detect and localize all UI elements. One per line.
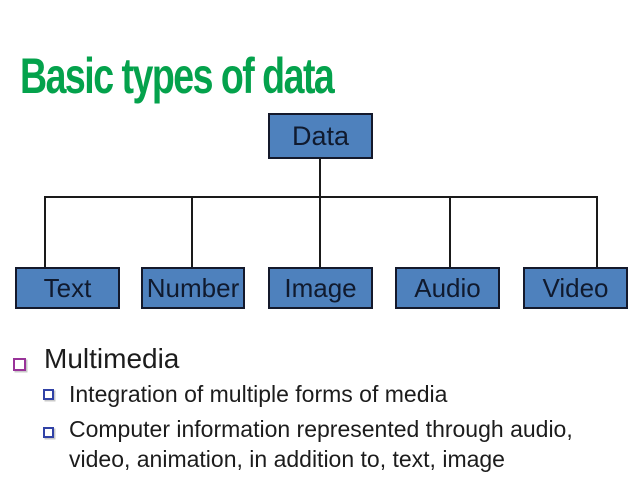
connector-drop-image xyxy=(319,197,321,267)
bullet-line: video, animation, in addition to, text, … xyxy=(69,446,505,472)
diagram-box-audio: Audio xyxy=(395,267,500,309)
connector-drop-audio xyxy=(449,197,451,267)
connector-root-stub xyxy=(319,158,321,197)
square-bullet-icon xyxy=(43,427,54,438)
square-bullet-icon xyxy=(13,358,26,371)
diagram-root-box-data: Data xyxy=(268,113,373,159)
bullet-level2-computer-info: Computer information represented through… xyxy=(69,414,573,474)
diagram-box-text: Text xyxy=(15,267,120,309)
bullet-level2-integration: Integration of multiple forms of media xyxy=(69,379,447,409)
bullet-level1-multimedia: Multimedia xyxy=(44,343,180,374)
connector-drop-text xyxy=(44,197,46,267)
connector-drop-video xyxy=(596,197,598,267)
square-bullet-icon xyxy=(43,389,54,400)
diagram-box-video: Video xyxy=(523,267,628,309)
diagram-box-image: Image xyxy=(268,267,373,309)
diagram-box-number: Number xyxy=(141,267,245,309)
connector-drop-number xyxy=(191,197,193,267)
bullet-line: Computer information represented through… xyxy=(69,416,573,442)
connector-horizontal-bar xyxy=(44,196,598,198)
slide-title: Basic types of data xyxy=(20,48,335,104)
bullet-line: Integration of multiple forms of media xyxy=(69,381,448,407)
